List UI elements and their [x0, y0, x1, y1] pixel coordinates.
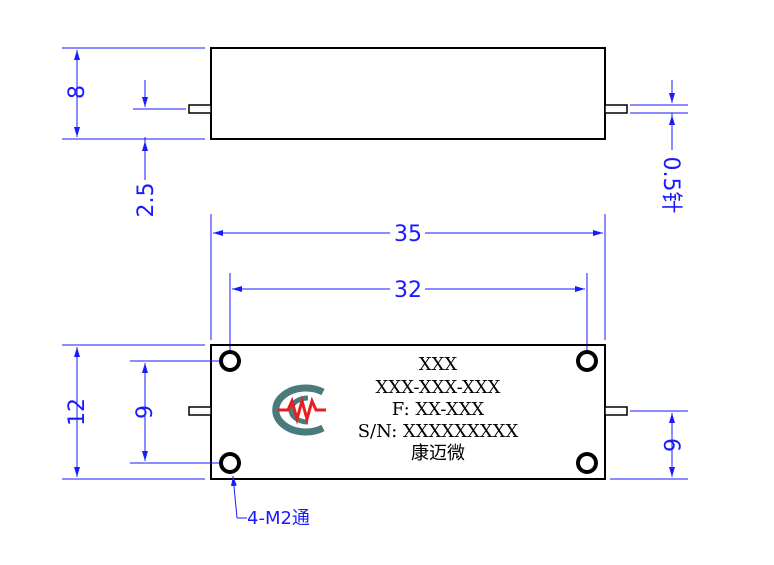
nameplate-line-3: F: XX-XXX: [392, 399, 485, 420]
front-view-right-pin: [604, 406, 628, 416]
nameplate-line-5: 康迈微: [411, 443, 465, 464]
dimension-pin-position-label: 6: [658, 438, 683, 452]
mounting-hole-bottom-left: [219, 452, 241, 474]
dimension-height: 8: [62, 47, 205, 140]
dimension-length: 35: [210, 214, 606, 340]
side-view-left-pin: [188, 104, 212, 114]
dimension-hole-spacing-y-label: 9: [133, 405, 158, 419]
dimension-pin-position: 6: [610, 410, 688, 480]
dimension-width: 12: [62, 344, 205, 480]
side-view-right-pin: [604, 104, 628, 114]
dimension-hole-spacing-y: 9: [130, 360, 219, 464]
dimension-length-label: 35: [394, 222, 422, 247]
nameplate-line-4: S/N: XXXXXXXXX: [358, 421, 519, 442]
dimension-pin-offset: 2.5: [133, 80, 186, 218]
side-view: 8 2.5 0.5针: [62, 47, 688, 218]
mounting-note-leader: 4-M2通: [230, 475, 310, 529]
dimension-height-label: 8: [65, 85, 90, 99]
side-view-body: [210, 47, 606, 140]
dimension-width-label: 12: [65, 398, 90, 426]
dimension-hole-spacing-x: 32: [229, 273, 588, 358]
dimension-pin-diameter: 0.5针: [630, 80, 688, 214]
mounting-hole-bottom-right: [576, 452, 598, 474]
company-logo: [272, 384, 326, 436]
mounting-hole-top-right: [576, 350, 598, 372]
front-view-left-pin: [188, 406, 212, 416]
dimension-pin-diameter-label: 0.5针: [658, 157, 683, 214]
mounting-note-label: 4-M2通: [247, 508, 310, 529]
dimension-pin-offset-label: 2.5: [134, 183, 159, 218]
dimension-hole-spacing-x-label: 32: [394, 278, 422, 303]
nameplate-line-2: XXX-XXX-XXX: [376, 377, 501, 398]
mounting-hole-top-left: [219, 350, 241, 372]
front-view: XXX XXX-XXX-XXX F: XX-XXX S/N: XXXXXXXXX…: [62, 344, 688, 529]
nameplate-line-1: XXX: [419, 354, 458, 375]
